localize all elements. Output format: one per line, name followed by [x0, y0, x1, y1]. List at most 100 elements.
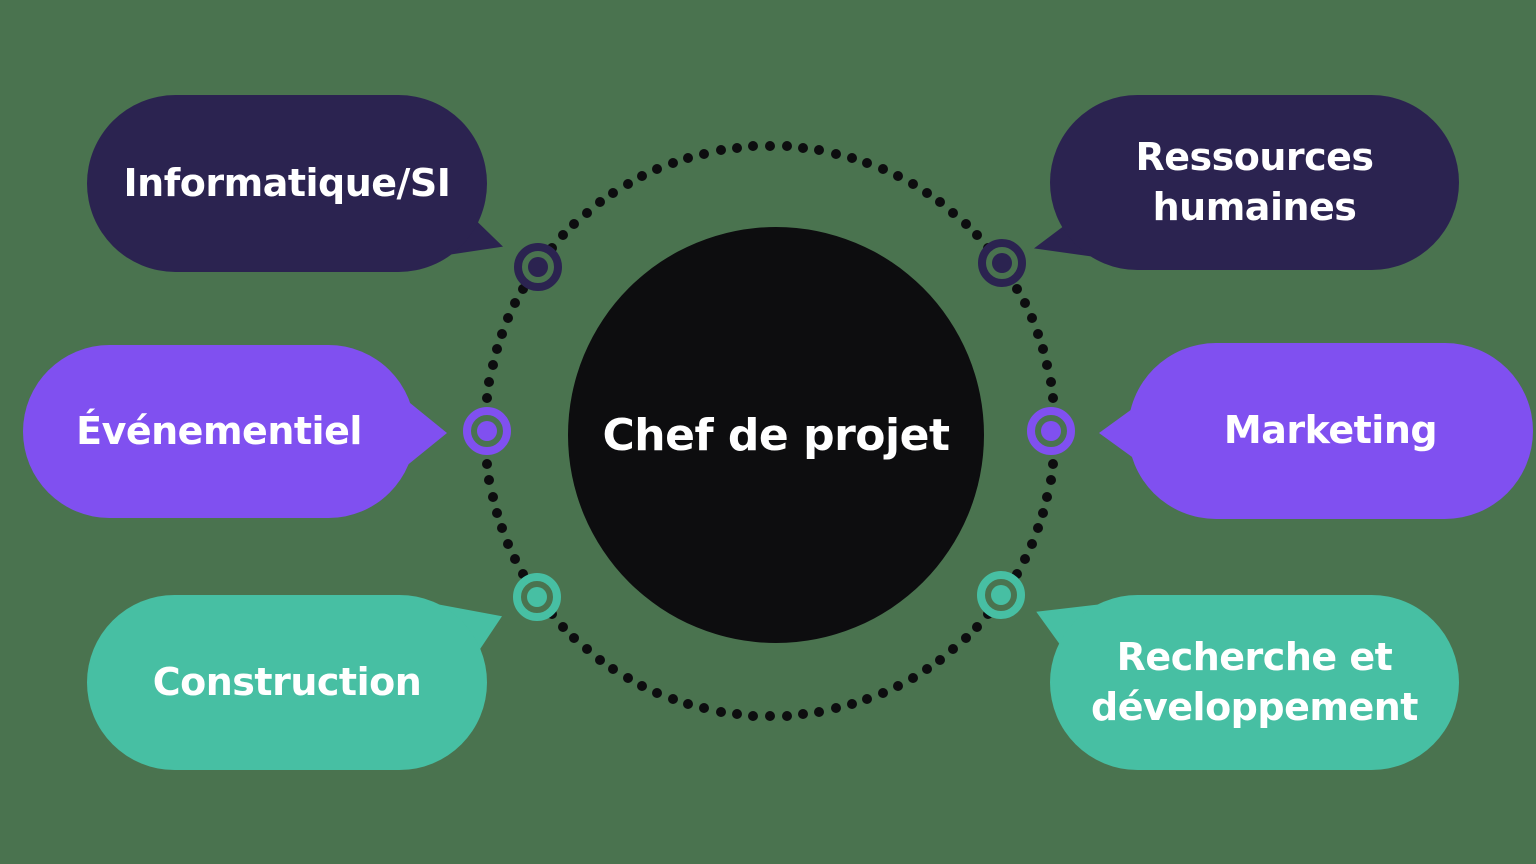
bubble-label: Construction — [152, 659, 422, 704]
orbit-dot — [748, 710, 759, 721]
orbit-dot — [892, 680, 903, 691]
orbit-dot — [667, 693, 678, 704]
connector-ring-top-left — [514, 243, 562, 291]
orbit-dot — [830, 148, 841, 159]
orbit-dot — [487, 491, 498, 502]
orbit-dot — [503, 538, 514, 549]
orbit-dot — [608, 664, 619, 675]
orbit-dot — [481, 459, 492, 470]
orbit-dot — [503, 313, 514, 324]
bubble-recherche-developpement: Recherche et développement — [1050, 595, 1459, 770]
orbit-dot — [960, 633, 971, 644]
orbit-dot — [948, 644, 959, 655]
orbit-dot — [683, 699, 694, 710]
orbit-dot — [921, 664, 932, 675]
orbit-dot — [1011, 568, 1022, 579]
orbit-dot — [594, 197, 605, 208]
orbit-dot — [877, 164, 888, 175]
orbit-dot — [846, 152, 857, 163]
orbit-dot — [699, 703, 710, 714]
orbit-dot — [569, 633, 580, 644]
orbit-dot — [972, 230, 983, 241]
orbit-dot — [518, 283, 529, 294]
orbit-dot — [1048, 392, 1059, 403]
orbit-dot — [594, 654, 605, 665]
orbit-dot — [518, 568, 529, 579]
orbit-dot — [814, 706, 825, 717]
orbit-dot — [637, 680, 648, 691]
orbit-dot — [667, 158, 678, 169]
orbit-dot — [846, 699, 857, 710]
bubble-label: Marketing — [1223, 408, 1438, 453]
orbit-dot — [1045, 475, 1056, 486]
orbit-dot — [907, 672, 918, 683]
orbit-dot — [731, 142, 742, 153]
orbit-dot — [748, 141, 759, 152]
orbit-dot — [781, 710, 792, 721]
orbit-dot — [652, 164, 663, 175]
orbit-dot — [481, 392, 492, 403]
orbit-dot — [699, 148, 710, 159]
center-label: Chef de projet — [602, 409, 950, 461]
orbit-dot — [960, 218, 971, 229]
connector-ring-middle-left — [463, 407, 511, 455]
connector-ring-top-right — [978, 239, 1026, 287]
orbit-dot — [484, 475, 495, 486]
orbit-dot — [491, 507, 502, 518]
orbit-dot — [637, 171, 648, 182]
orbit-dot — [557, 621, 568, 632]
orbit-dot — [652, 687, 663, 698]
orbit-dot — [622, 179, 633, 190]
orbit-dot — [497, 328, 508, 339]
orbit-dot — [765, 141, 775, 151]
orbit-dot — [715, 706, 726, 717]
orbit-dot — [877, 687, 888, 698]
bubble-marketing: Marketing — [1128, 343, 1533, 519]
center-circle: Chef de projet — [568, 227, 984, 643]
connector-ring-middle-right — [1027, 407, 1075, 455]
orbit-dot — [814, 145, 825, 156]
connector-ring-bottom-left — [513, 573, 561, 621]
orbit-dot — [972, 621, 983, 632]
orbit-dot — [731, 709, 742, 720]
orbit-dot — [510, 553, 521, 564]
orbit-dot — [1038, 507, 1049, 518]
orbit-dot — [487, 360, 498, 371]
orbit-dot — [484, 376, 495, 387]
orbit-dot — [1038, 344, 1049, 355]
orbit-dot — [491, 344, 502, 355]
orbit-dot — [1042, 360, 1053, 371]
bubble-label: Événementiel — [76, 408, 362, 453]
orbit-dot — [1048, 459, 1059, 470]
bubble-construction: Construction — [87, 595, 487, 770]
orbit-dot — [948, 207, 959, 218]
bubble-evenementiel: Événementiel — [23, 345, 415, 518]
orbit-dot — [581, 207, 592, 218]
bubble-label: Informatique/SI — [123, 160, 451, 205]
orbit-dot — [497, 523, 508, 534]
bubble-label: Ressources humaines — [1135, 135, 1374, 229]
orbit-dot — [907, 179, 918, 190]
bubble-informatique-si: Informatique/SI — [87, 95, 487, 272]
orbit-dot — [510, 298, 521, 309]
orbit-dot — [569, 218, 580, 229]
orbit-dot — [1032, 523, 1043, 534]
orbit-dot — [1045, 376, 1056, 387]
orbit-dot — [935, 654, 946, 665]
connector-ring-bottom-right — [977, 571, 1025, 619]
bubble-label: Recherche et développement — [1091, 635, 1418, 729]
orbit-dot — [862, 693, 873, 704]
orbit-dot — [622, 672, 633, 683]
orbit-dot — [862, 158, 873, 169]
orbit-dot — [1019, 298, 1030, 309]
orbit-dot — [892, 171, 903, 182]
orbit-dot — [581, 644, 592, 655]
orbit-dot — [1032, 328, 1043, 339]
orbit-dot — [608, 187, 619, 198]
orbit-dot — [1026, 313, 1037, 324]
orbit-dot — [1019, 553, 1030, 564]
orbit-dot — [798, 142, 809, 153]
orbit-dot — [1042, 491, 1053, 502]
orbit-dot — [557, 230, 568, 241]
orbit-dot — [765, 711, 775, 721]
